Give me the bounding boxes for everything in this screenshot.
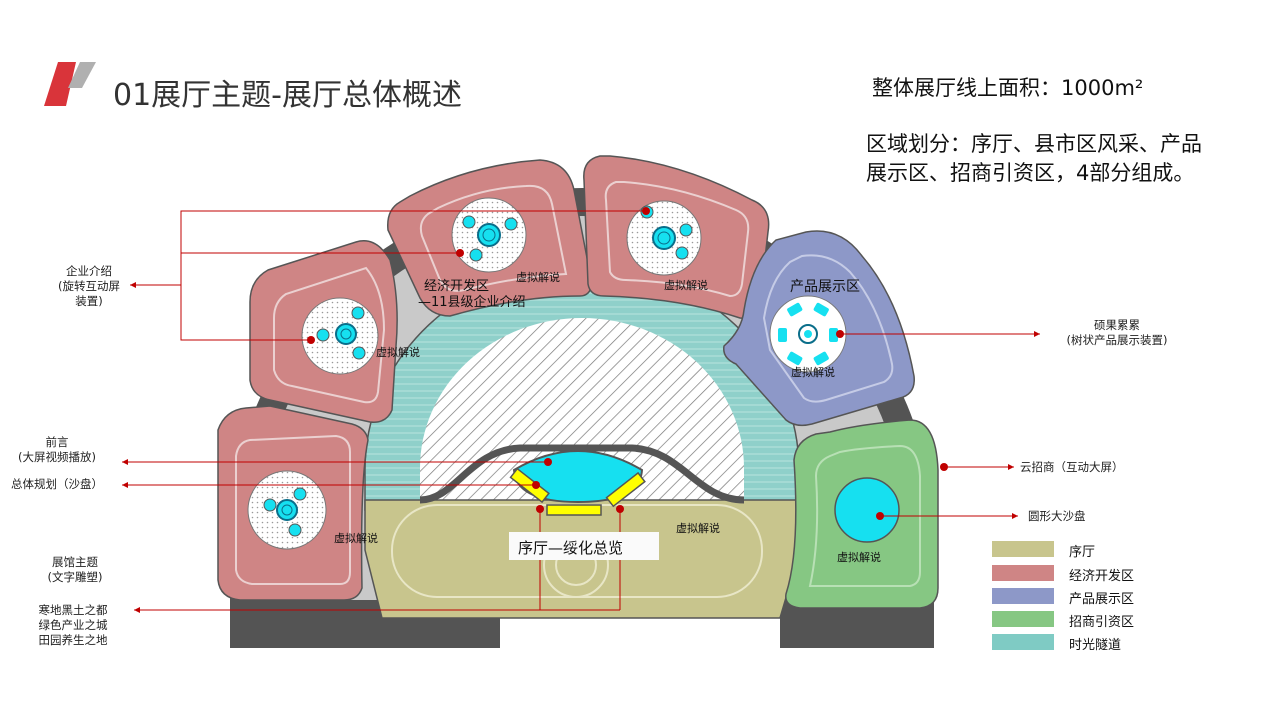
lobby-label: 序厅—绥化总览 — [518, 539, 624, 557]
screen-center — [546, 504, 602, 516]
fruit-tree-device — [778, 302, 838, 366]
econ-panel-4 — [583, 155, 770, 319]
total-area-text: 整体展厅线上面积：1000m² — [872, 76, 1144, 100]
zone-division-text: 区域划分：序厅、县市区风采、产品展示区、招商引资区，4部分组成。 — [866, 132, 1202, 185]
virtual-narration-label: 虚拟解说 — [334, 532, 378, 545]
legend-swatch — [992, 588, 1054, 604]
cloud-invest-note: 云招商（互动大屏） — [1020, 460, 1124, 474]
legend-label: 经济开发区 — [1069, 569, 1135, 584]
virtual-narration-label: 虚拟解说 — [837, 551, 881, 564]
legend-swatch — [992, 565, 1054, 581]
legend-swatch — [992, 541, 1054, 557]
product-zone-label: 产品展示区 — [790, 279, 860, 295]
legend-swatch — [992, 634, 1054, 650]
foreword-note: 前言 (大屏视频播放) — [18, 435, 96, 464]
virtual-narration-label: 虚拟解说 — [791, 366, 835, 379]
round-sand-note: 圆形大沙盘 — [1028, 509, 1086, 523]
planning-note: 总体规划（沙盘） — [11, 477, 103, 491]
virtual-narration-label: 虚拟解说 — [664, 279, 708, 292]
econ-zone-label: 经济开发区 — [424, 279, 490, 294]
legend-label: 招商引资区 — [1069, 615, 1135, 630]
rotating-screen-device-1 — [263, 487, 307, 537]
company-intro-note: 企业介绍 (旋转互动屏 装置) — [58, 264, 120, 308]
company-intro-connector — [180, 210, 646, 341]
econ-zone-sublabel: —11县级企业介绍 — [418, 295, 526, 310]
legend-label: 时光隧道 — [1069, 638, 1122, 653]
lobby-label-box — [509, 532, 659, 560]
slogan-note: 寒地黑土之都 绿色产业之城 田园养生之地 — [38, 603, 108, 647]
brand-logo — [44, 62, 96, 106]
legend-label: 序厅 — [1069, 545, 1096, 560]
rotating-screen-device-2 — [316, 306, 366, 360]
page-title: 01展厅主题-展厅总体概述 — [113, 78, 462, 113]
hall-theme-note: 展馆主题 (文字雕塑) — [47, 555, 103, 584]
virtual-narration-label: 虚拟解说 — [676, 522, 720, 535]
round-sand-table — [834, 477, 900, 543]
legend-label: 产品展示区 — [1069, 592, 1135, 607]
legend-swatch — [992, 611, 1054, 627]
fruit-device-note: 硕果累累 (树状产品展示装置) — [1066, 318, 1168, 347]
virtual-narration-label: 虚拟解说 — [516, 271, 560, 284]
virtual-narration-label: 虚拟解说 — [376, 346, 420, 359]
screen-right — [605, 471, 646, 508]
rotating-screen-device-3 — [462, 215, 518, 262]
investment-panel — [785, 419, 939, 609]
